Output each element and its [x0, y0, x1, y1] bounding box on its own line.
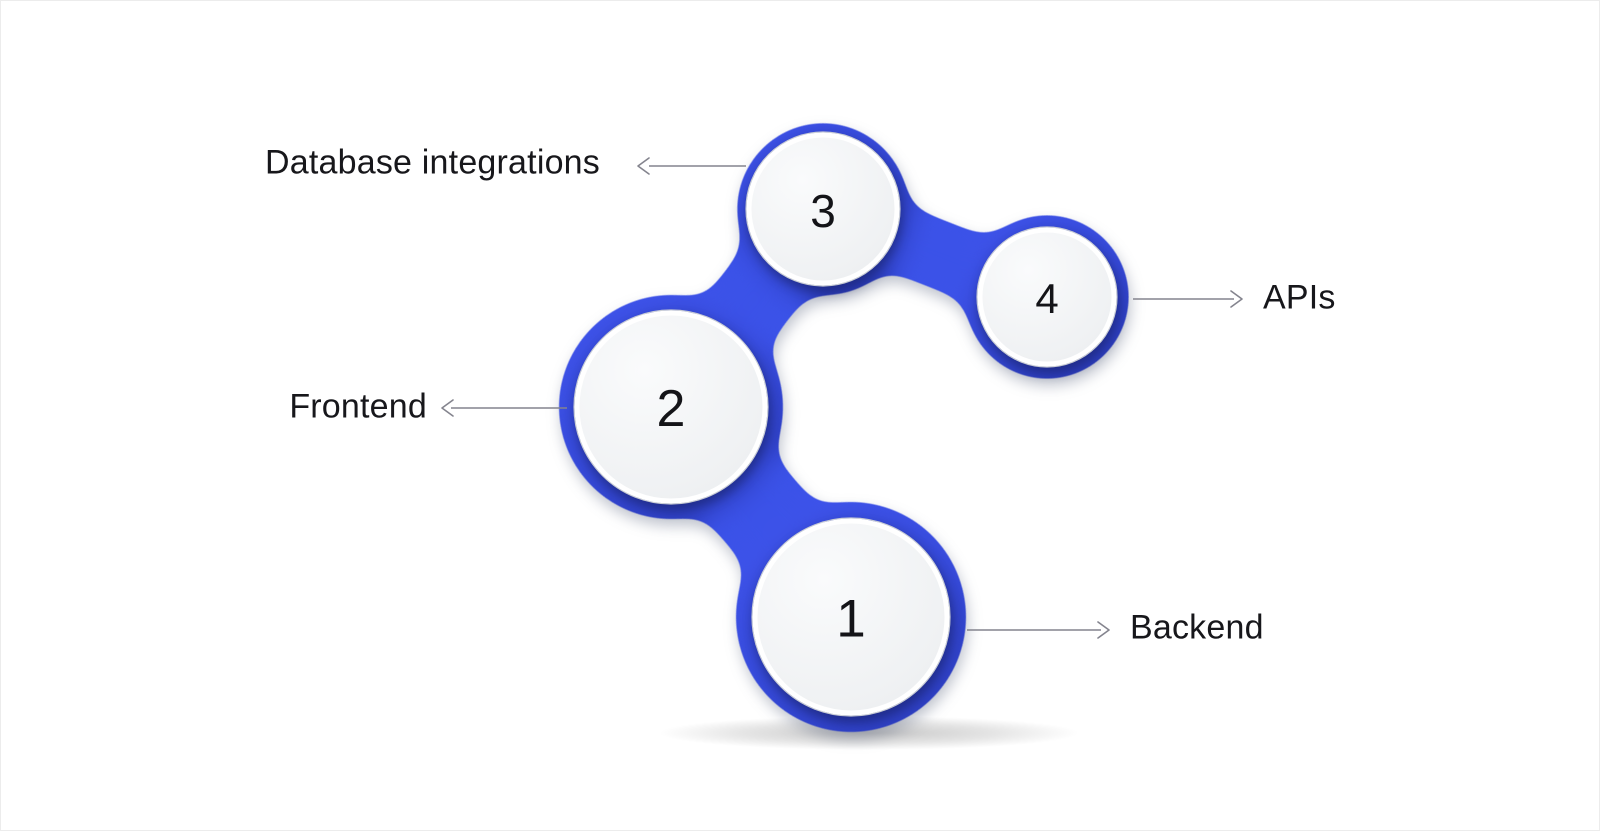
node-number-frontend: 2	[656, 380, 686, 438]
label-arrowhead-database-integrations	[637, 157, 650, 175]
connector-arrows-group	[441, 157, 1243, 639]
label-apis: APIs	[1263, 278, 1336, 317]
node-number-apis: 4	[1035, 275, 1059, 322]
node-rim-gray-database-integrations	[745, 131, 901, 287]
node-inner-frontend	[574, 310, 768, 504]
node-inner-group-database-integrations	[745, 131, 901, 287]
node-inner-group-frontend	[573, 309, 769, 505]
node-rim-gray-backend	[751, 517, 951, 717]
node-rim-gray-frontend	[573, 309, 769, 505]
node-inner-database-integrations	[746, 132, 900, 286]
node-number-database-integrations: 3	[810, 185, 836, 237]
node-number-backend: 1	[836, 589, 866, 649]
node-inner-group-backend	[751, 517, 951, 717]
label-arrowhead-backend	[1097, 621, 1110, 639]
node-rings-group	[573, 131, 1118, 717]
node-inner-apis	[977, 227, 1117, 367]
floor-shadow	[659, 716, 1079, 750]
label-arrowhead-frontend	[441, 399, 454, 417]
node-inner-backend	[752, 518, 950, 716]
label-frontend: Frontend	[289, 387, 427, 426]
node-inner-group-apis	[976, 226, 1118, 368]
node-rim-gray-apis	[976, 226, 1118, 368]
label-database-integrations: Database integrations	[265, 143, 600, 182]
label-backend: Backend	[1130, 608, 1264, 647]
label-arrowhead-apis	[1230, 290, 1243, 308]
